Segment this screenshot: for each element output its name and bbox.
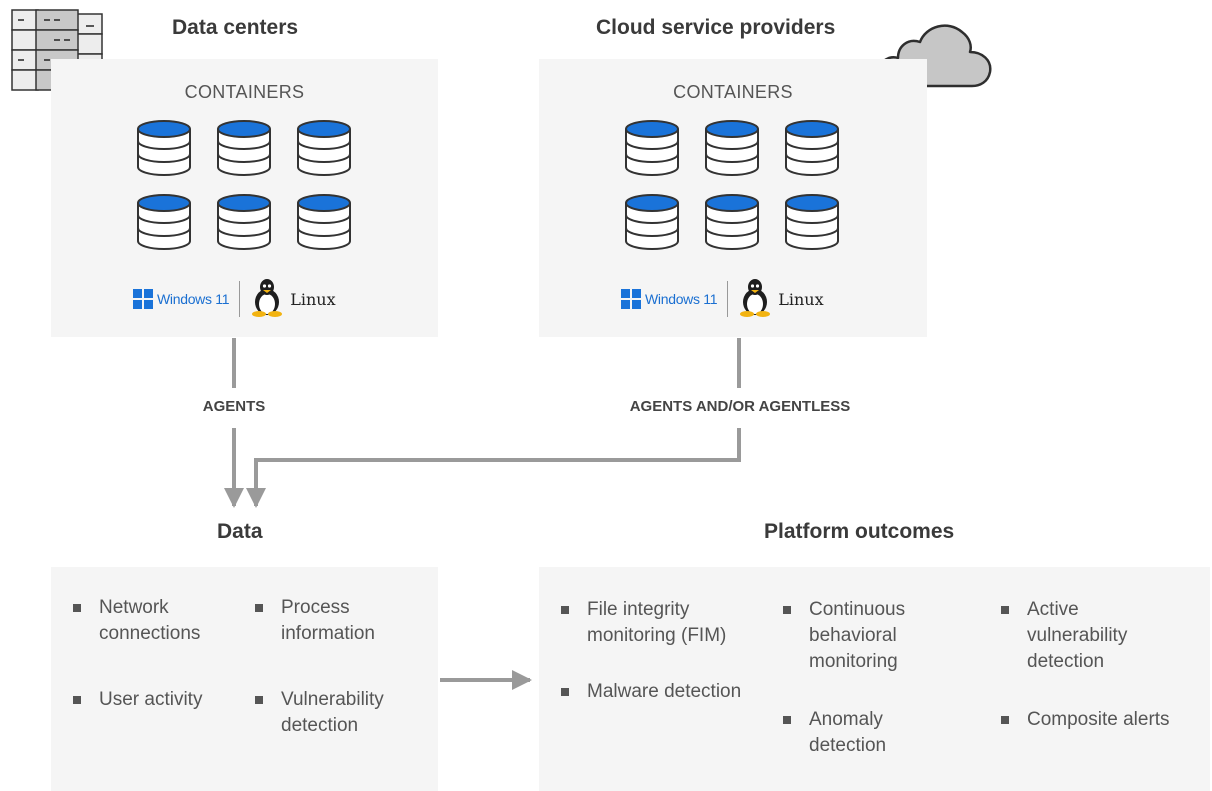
bullet-icon <box>73 696 81 704</box>
list-item: Network connections <box>73 595 233 647</box>
data-title: Data <box>217 520 263 543</box>
os-row: Windows 11 Linux <box>133 277 336 322</box>
containers-label: CONTAINERS <box>184 82 305 102</box>
cloud-providers-panel: CONTAINERS Windows 11 Linux <box>539 59 927 337</box>
windows-badge: Windows 11 <box>621 289 718 309</box>
database-icon <box>703 119 761 177</box>
bullet-icon <box>73 604 81 612</box>
database-icon <box>215 119 273 177</box>
windows-label: Windows 11 <box>645 291 718 307</box>
platform-outcomes-title: Platform outcomes <box>764 520 955 543</box>
database-icon <box>703 193 761 251</box>
data-panel: Network connections Process information … <box>51 567 438 791</box>
windows-logo-icon <box>621 289 641 309</box>
bullet-icon <box>1001 716 1009 724</box>
agents-agentless-label: AGENTS AND/OR AGENTLESS <box>629 398 851 415</box>
windows-badge: Windows 11 <box>133 289 230 309</box>
agents-label: AGENTS <box>202 398 266 415</box>
containers-label: CONTAINERS <box>673 82 793 102</box>
bullet-icon <box>1001 606 1009 614</box>
platform-outcomes-panel: File integrity monitoring (FIM) Malware … <box>539 567 1210 791</box>
database-icon <box>215 193 273 251</box>
database-icon <box>135 193 193 251</box>
agentless-arrow <box>246 428 741 508</box>
database-icon <box>295 193 353 251</box>
data-centers-panel: CONTAINERS Windows 11 Linux <box>51 59 438 337</box>
list-item: Vulnerability detection <box>255 687 425 739</box>
bullet-icon <box>255 696 263 704</box>
tux-penguin-icon <box>738 277 772 322</box>
database-icon <box>623 193 681 251</box>
list-item: Process information <box>255 595 425 647</box>
database-icon <box>783 119 841 177</box>
linux-label: Linux <box>290 289 336 309</box>
tux-penguin-icon <box>250 277 284 322</box>
linux-label: Linux <box>778 289 824 309</box>
database-icon <box>295 119 353 177</box>
os-divider <box>239 281 241 317</box>
list-item: User activity <box>73 687 253 713</box>
database-icon <box>783 193 841 251</box>
bullet-icon <box>561 688 569 696</box>
list-item: Active vulnerability detection <box>1001 597 1181 675</box>
list-item: Continuous behavioral monitoring <box>783 597 951 675</box>
bullet-icon <box>255 604 263 612</box>
bullet-icon <box>783 606 791 614</box>
database-icon <box>623 119 681 177</box>
database-icon <box>135 119 193 177</box>
bullet-icon <box>783 716 791 724</box>
os-divider <box>727 281 729 317</box>
list-item: Malware detection <box>561 679 761 705</box>
cloud-providers-title: Cloud service providers <box>596 16 836 39</box>
list-item: Anomaly detection <box>783 707 951 759</box>
windows-label: Windows 11 <box>157 291 230 307</box>
list-item: Composite alerts <box>1001 707 1181 733</box>
windows-logo-icon <box>133 289 153 309</box>
os-row: Windows 11 Linux <box>621 277 824 322</box>
list-item: File integrity monitoring (FIM) <box>561 597 761 649</box>
bullet-icon <box>561 606 569 614</box>
data-centers-title: Data centers <box>172 16 299 39</box>
